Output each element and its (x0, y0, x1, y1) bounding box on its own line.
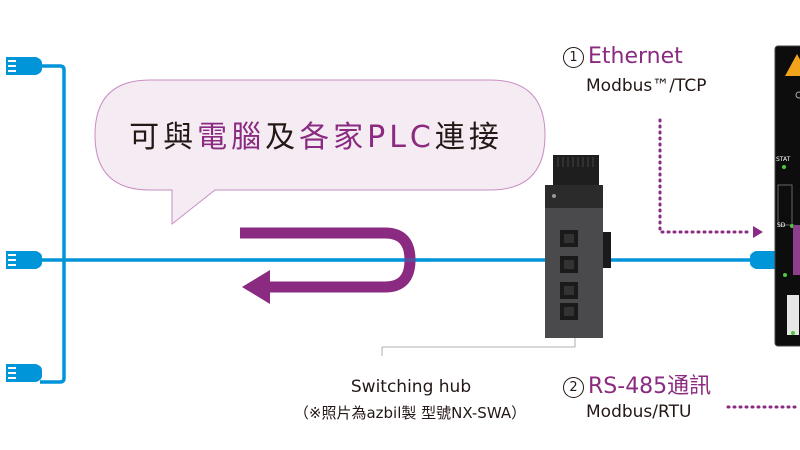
controller-device-image (774, 45, 800, 347)
switching-hub-image (545, 155, 611, 338)
number-badge: 2 (563, 377, 584, 398)
ethernet-title-text: Ethernet (588, 44, 683, 69)
number-badge: 1 (563, 47, 584, 68)
bubble-text-part: 及 (265, 120, 300, 155)
rs485-title-text: RS-485通訊 (588, 374, 712, 399)
bubble-text-part: 可與 (129, 120, 198, 155)
hub-leader-line (381, 338, 576, 356)
lan-connector-icon (6, 364, 42, 382)
lan-connector-icon (6, 57, 42, 75)
speech-bubble (94, 79, 546, 226)
bubble-text-highlight: 各家PLC (299, 120, 435, 155)
bubble-text-highlight: 電腦 (197, 120, 266, 155)
status-label: STAT (776, 156, 791, 163)
ethernet-cables (40, 64, 755, 384)
ethernet-dotted-arrow (658, 118, 763, 238)
bubble-message: 可與電腦及各家PLC連接 (96, 112, 536, 156)
hub-note: （※照片為azbil製 型號NX-SWA） (293, 404, 527, 422)
rs485-subtitle: Modbus/RTU (586, 402, 692, 422)
bubble-text-part: 連接 (434, 120, 503, 155)
u-turn-arrow-icon (240, 227, 416, 304)
ethernet-subtitle: Modbus™/TCP (586, 76, 707, 96)
lan-connector-icon (6, 251, 42, 269)
hub-title: Switching hub (350, 377, 472, 397)
sd-label: SD (777, 222, 786, 229)
